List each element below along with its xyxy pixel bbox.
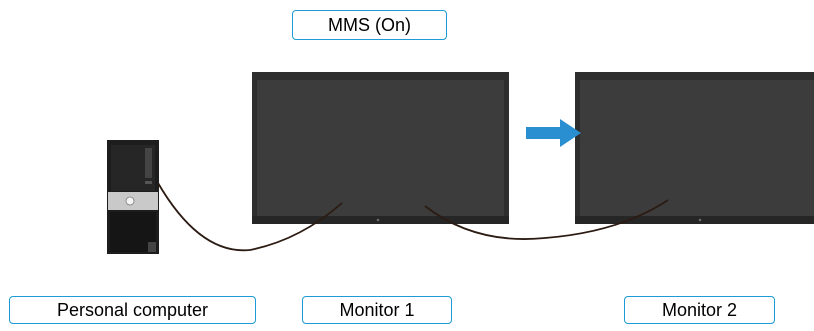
mms-status-label: MMS (On) <box>292 10 447 40</box>
monitor-1-image <box>252 72 509 224</box>
extend-arrow-icon <box>526 119 581 147</box>
personal-computer-image <box>107 140 159 254</box>
personal-computer-label: Personal computer <box>9 296 256 324</box>
cable-monitor-1-to-monitor-2 <box>424 199 669 240</box>
cables <box>157 182 669 252</box>
cable-pc-to-monitor-1 <box>157 182 343 252</box>
monitor-1-label: Monitor 1 <box>302 296 452 324</box>
monitor-2-label: Monitor 2 <box>624 296 775 324</box>
monitor-2-image <box>575 72 814 224</box>
